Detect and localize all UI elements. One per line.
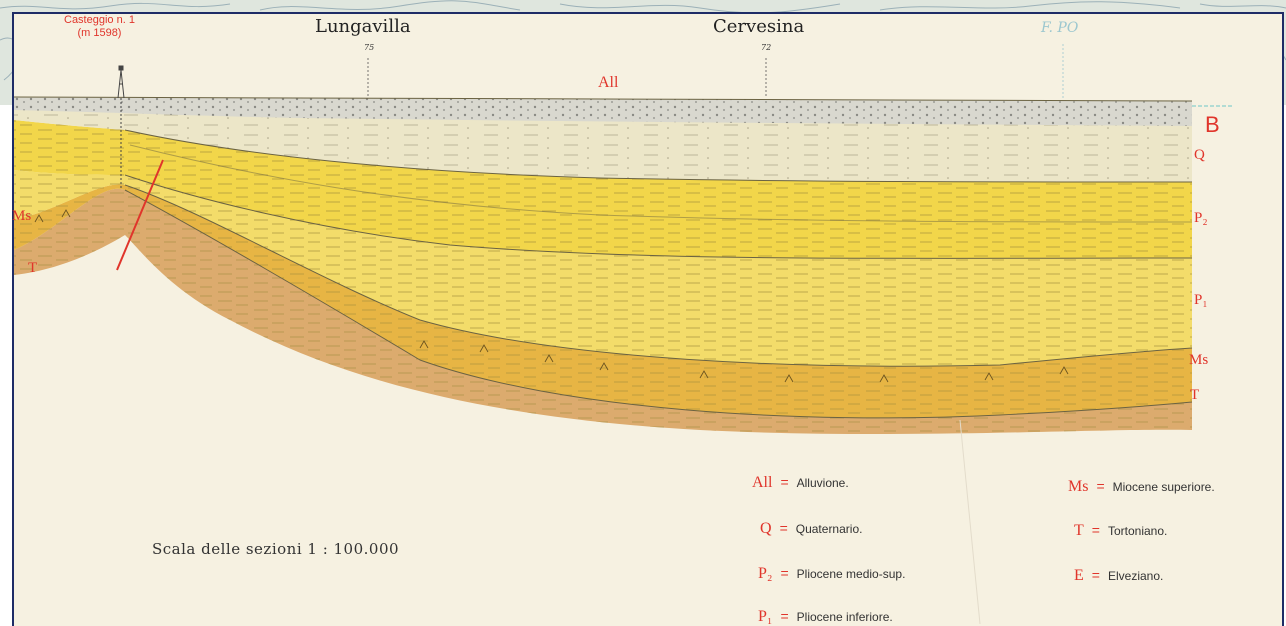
place-elevation-cervesina: 72: [761, 43, 771, 52]
river-label: F. PO: [1041, 20, 1078, 36]
legend-equals: =: [1092, 522, 1100, 538]
label-quaternary: Q: [1194, 147, 1205, 164]
legend-item-tortonian: T = Tortoniano.: [1074, 522, 1167, 540]
place-name-lungavilla: Lungavilla: [315, 16, 411, 37]
legend-equals: =: [780, 474, 788, 490]
label-pliocene-lower: P₁: [1194, 292, 1208, 309]
legend-description: Quaternario.: [796, 522, 863, 536]
legend-item-alluvium: All = Alluvione.: [752, 474, 849, 492]
legend-item-elveziano: E = Elveziano.: [1074, 567, 1163, 585]
place-elevation-lungavilla: 75: [364, 43, 374, 52]
well-name: Casteggio n. 1: [64, 14, 135, 27]
legend-description: Alluvione.: [797, 476, 849, 490]
legend-description: Miocene superiore.: [1113, 480, 1215, 494]
well-label: Casteggio n. 1 (m 1598): [64, 14, 135, 40]
legend-equals: =: [780, 565, 788, 581]
legend-description: Pliocene medio-sup.: [797, 567, 906, 581]
place-ticks: [368, 44, 1063, 100]
label-tortonian-left: T: [28, 260, 37, 277]
legend-equals: =: [780, 608, 788, 624]
place-name-cervesina: Cervesina: [713, 16, 804, 37]
label-miocene-left: Ms: [12, 208, 31, 225]
paper-fold: [960, 420, 980, 624]
legend-symbol: P₁: [758, 608, 772, 626]
legend-equals: =: [780, 520, 788, 536]
legend-item-pliocene-lower: P₁ = Pliocene inferiore.: [758, 608, 893, 626]
legend-equals: =: [1092, 567, 1100, 583]
legend-item-pliocene-upper: P₂ = Pliocene medio-sup.: [758, 565, 905, 583]
legend-symbol: P₂: [758, 565, 772, 583]
legend-description: Pliocene inferiore.: [797, 610, 893, 624]
legend-symbol: T: [1074, 522, 1084, 540]
legend-description: Elveziano.: [1108, 569, 1163, 583]
legend-equals: =: [1096, 478, 1104, 494]
legend-symbol: All: [752, 474, 772, 492]
legend-item-quaternary: Q = Quaternario.: [760, 520, 862, 538]
scale-label: Scala delle sezioni 1 : 100.000: [152, 540, 399, 558]
well-depth: (m 1598): [64, 27, 135, 40]
legend-item-miocene: Ms = Miocene superiore.: [1068, 478, 1215, 496]
label-pliocene-upper: P₂: [1194, 210, 1208, 227]
legend-symbol: Ms: [1068, 478, 1088, 496]
label-tortonian-right: T: [1190, 387, 1199, 404]
legend-symbol: Q: [760, 520, 772, 538]
section-letter: B: [1205, 112, 1220, 138]
label-miocene-right: Ms: [1189, 352, 1208, 369]
legend-description: Tortoniano.: [1108, 524, 1167, 538]
legend-symbol: E: [1074, 567, 1084, 585]
label-alluvium: All: [598, 74, 618, 92]
